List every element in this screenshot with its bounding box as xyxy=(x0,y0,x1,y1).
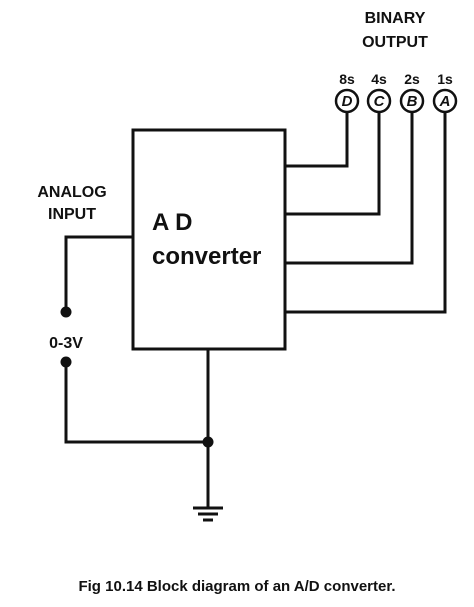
terminal-letter-d: D xyxy=(342,93,353,110)
converter-label-line2: converter xyxy=(152,243,261,270)
output-wire-d xyxy=(285,112,349,168)
weight-label-2s: 2s xyxy=(404,71,420,87)
input-terminal-top xyxy=(60,306,72,318)
binary-label-line1: BINARY xyxy=(365,10,426,27)
output-wire-c xyxy=(285,112,381,216)
analog-label-line2: INPUT xyxy=(48,206,96,223)
binary-label-line2: OUTPUT xyxy=(362,34,428,51)
junction-dot xyxy=(202,436,214,448)
weight-label-1s: 1s xyxy=(437,71,453,87)
terminal-letter-a: A xyxy=(439,93,451,110)
terminal-letter-b: B xyxy=(407,93,418,110)
converter-label-line1: A D xyxy=(152,209,192,236)
ground-symbol xyxy=(193,506,223,522)
terminal-letter-c: C xyxy=(374,93,386,110)
weight-label-8s: 8s xyxy=(339,71,355,87)
converter-block xyxy=(131,128,287,351)
weight-label-4s: 4s xyxy=(371,71,387,87)
analog-label-line1: ANALOG xyxy=(37,184,106,201)
output-wire-b xyxy=(285,112,414,265)
figure-caption: Fig 10.14 Block diagram of an A/D conver… xyxy=(78,578,396,595)
output-wire-a xyxy=(285,112,447,314)
voltage-range-label: 0-3V xyxy=(49,335,83,352)
input-return-wire xyxy=(64,362,208,444)
analog-input-wire xyxy=(64,235,133,312)
